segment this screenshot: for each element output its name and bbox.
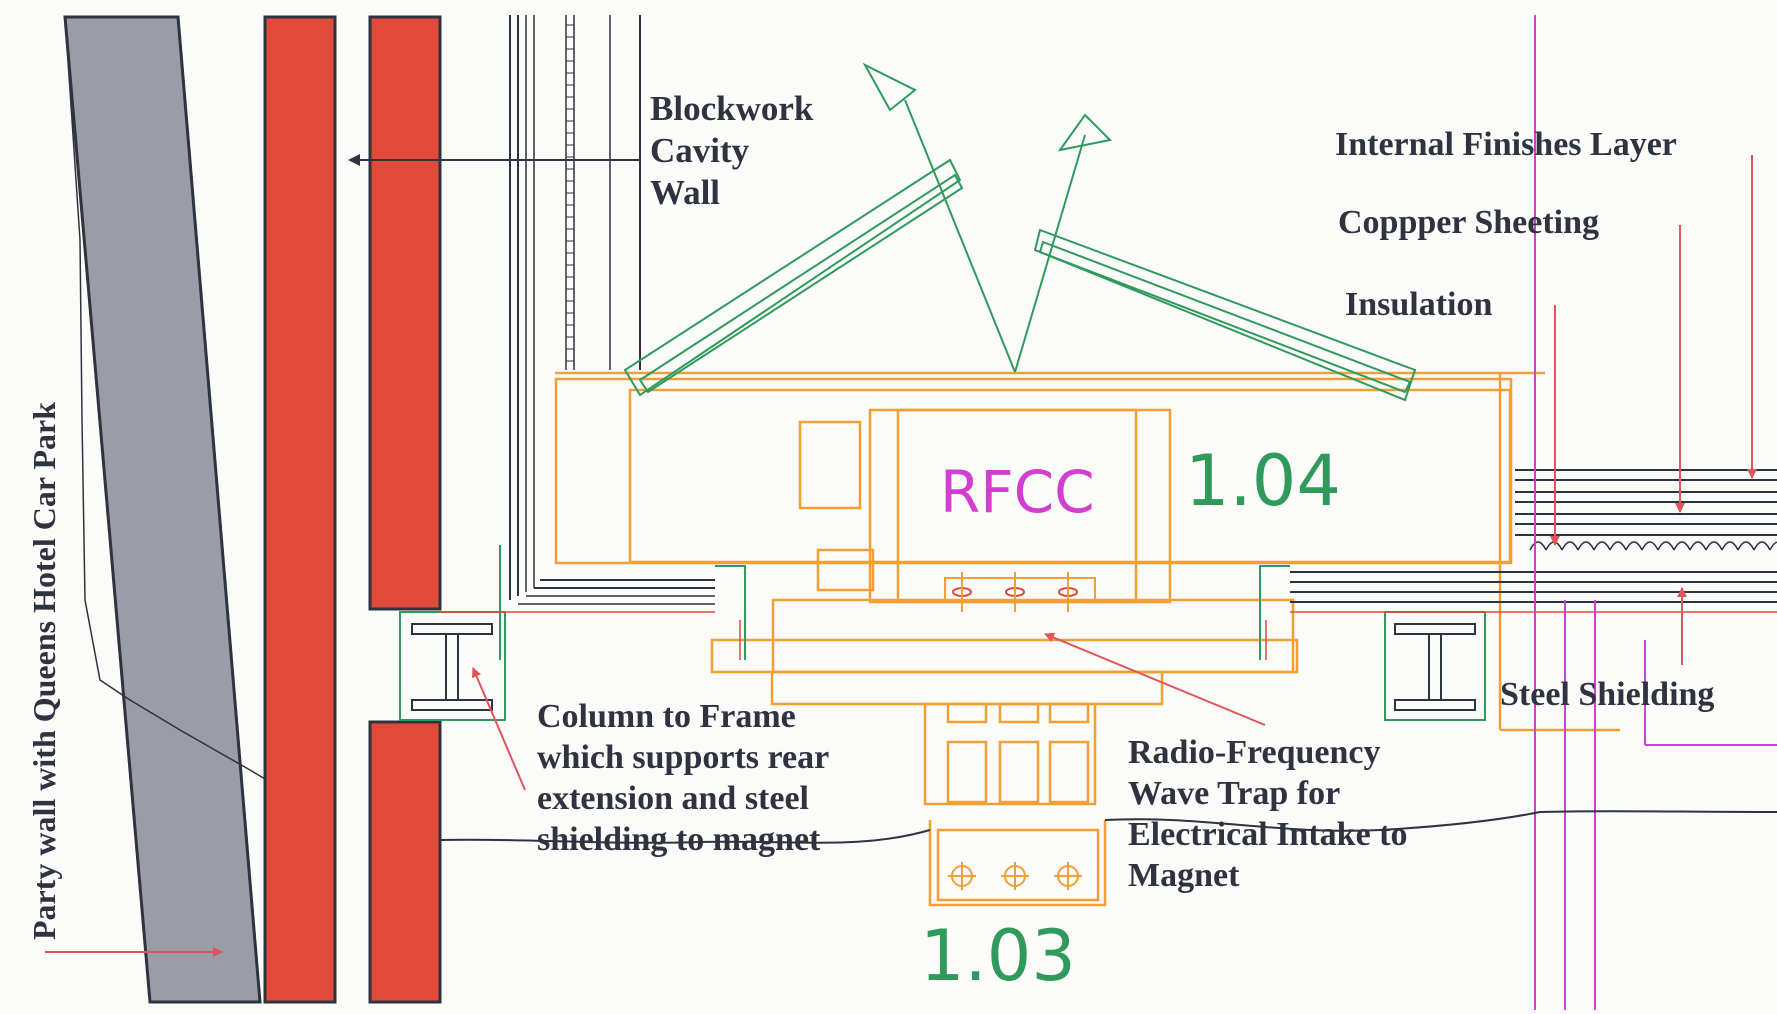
rf-label-2: Wave Trap for: [1128, 775, 1340, 812]
copper-sheeting-label: Coppper Sheeting: [1338, 204, 1599, 241]
blockwork-ticks: [566, 24, 574, 362]
room-103-label: 1.03: [920, 915, 1076, 997]
red-wall-inner-top: [368, 15, 442, 611]
grid-lines-magenta: [1534, 15, 1777, 1010]
red-wall-inner-bottom: [368, 720, 442, 1004]
foundation-lines: [440, 611, 1777, 660]
connector-symbols: [948, 862, 1082, 890]
insulation-label: Insulation: [1345, 286, 1492, 323]
rfcc-room-label: RFCC: [940, 458, 1095, 526]
blockwork-label-1: Blockwork: [650, 89, 814, 128]
rf-label-4: Magnet: [1128, 857, 1240, 894]
room-outline: [554, 371, 1620, 907]
wall-layers-right: [1290, 469, 1777, 603]
steel-column-left: [411, 623, 493, 711]
room-104-label: 1.04: [1185, 440, 1341, 522]
column-label-4: shielding to magnet: [537, 821, 821, 858]
column-label-2: which supports rear: [537, 739, 829, 776]
rf-label-3: Electrical Intake to: [1128, 816, 1408, 853]
ground-line: [439, 810, 1777, 844]
leader-arrows: [45, 155, 1757, 957]
red-wall-outer: [263, 15, 337, 1004]
blockwork-label-2: Cavity: [650, 131, 750, 170]
insulation-pattern: [1529, 541, 1777, 551]
internal-finishes-label: Internal Finishes Layer: [1335, 126, 1677, 163]
door-swing-elements: [399, 62, 1486, 721]
steel-shielding-label: Steel Shielding: [1500, 676, 1714, 713]
wave-trap-units: [944, 572, 1096, 612]
blockwork-label-3: Wall: [650, 173, 720, 212]
steel-column-right: [1394, 623, 1476, 711]
party-wall-hatch: [63, 15, 262, 1004]
column-label-3: extension and steel: [537, 780, 809, 817]
rf-label-1: Radio-Frequency: [1128, 734, 1380, 771]
party-wall-label: Party wall with Queens Hotel Car Park: [26, 402, 62, 940]
column-label-1: Column to Frame: [537, 698, 796, 735]
